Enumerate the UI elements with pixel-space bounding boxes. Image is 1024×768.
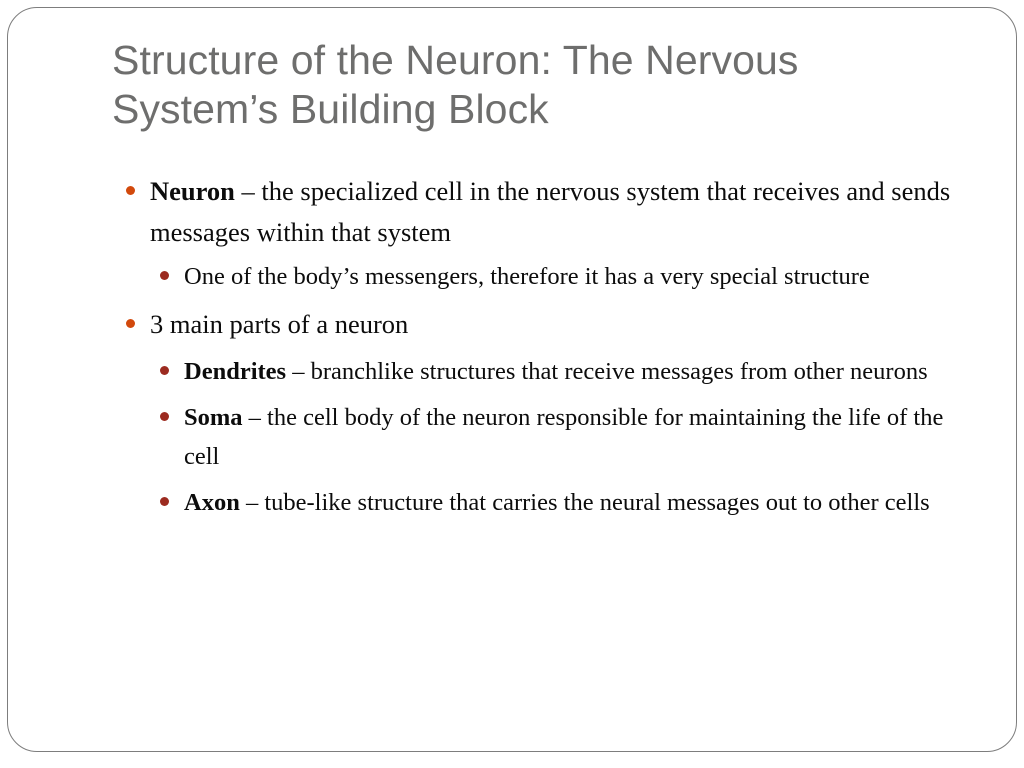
list-item-text: – branchlike structures that receive mes… — [286, 357, 928, 385]
list-item-text: One of the body’s messengers, therefore … — [184, 263, 870, 290]
bullet-dot-icon — [126, 319, 135, 328]
list-item-text: – the specialized cell in the nervous sy… — [150, 176, 951, 247]
slide-canvas: Structure of the Neuron: The Nervous Sys… — [7, 7, 1017, 752]
list-item-term: Axon — [184, 488, 240, 516]
list-item-text: 3 main parts of a neuron — [150, 309, 409, 339]
list-item: Neuron – the specialized cell in the ner… — [8, 171, 1016, 252]
slide-title-line-2: System’s Building Block — [112, 86, 549, 132]
list-item: 3 main parts of a neuron — [8, 304, 1016, 345]
list-item-text: – tube-like structure that carries the n… — [239, 488, 930, 516]
list-item-term: Dendrites — [184, 357, 287, 385]
list-item: One of the body’s messengers, therefore … — [8, 257, 1016, 296]
slide-body-list: Neuron – the specialized cell in the ner… — [8, 171, 1016, 522]
list-item-term: Neuron — [150, 176, 235, 206]
list-item: Soma – the cell body of the neuron respo… — [8, 398, 1016, 476]
list-item: Dendrites – branchlike structures that r… — [8, 352, 1016, 391]
bullet-dot-icon — [160, 496, 169, 506]
slide-title: Structure of the Neuron: The Nervous Sys… — [112, 36, 972, 134]
bullet-dot-icon — [160, 271, 169, 280]
bullet-dot-icon — [160, 411, 169, 421]
bullet-dot-icon — [160, 365, 169, 375]
slide-title-line-1: Structure of the Neuron: The Nervous — [112, 37, 799, 83]
list-item-text: – the cell body of the neuron responsibl… — [184, 403, 944, 470]
bullet-dot-icon — [126, 186, 135, 195]
list-item-term: Soma — [184, 403, 243, 431]
list-item: Axon – tube-like structure that carries … — [8, 483, 1016, 522]
